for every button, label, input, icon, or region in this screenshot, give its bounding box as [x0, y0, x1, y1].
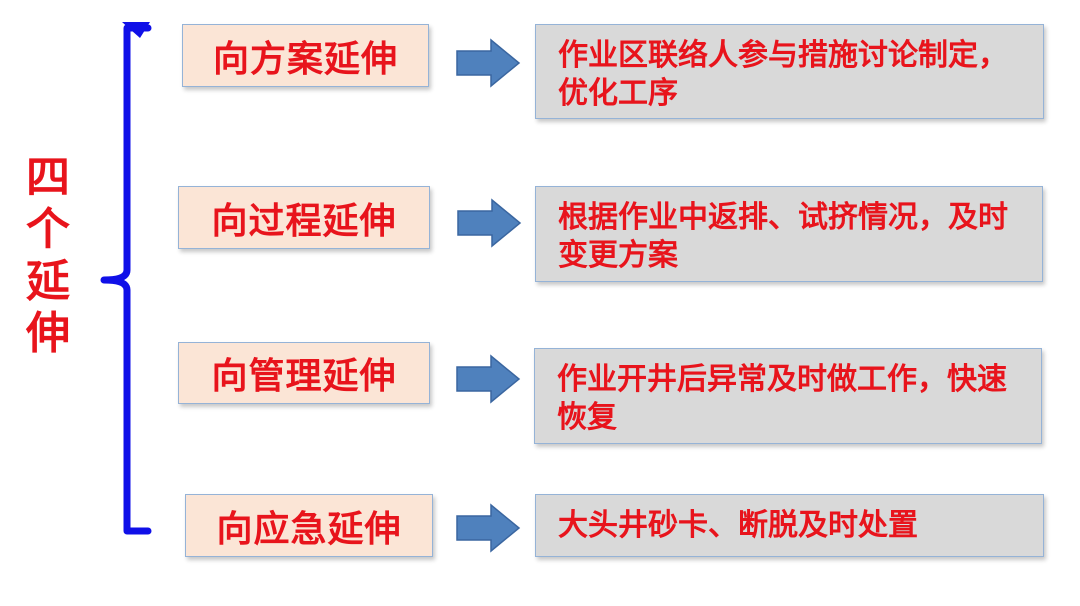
brace-connector	[100, 22, 152, 535]
extension-label-text: 向过程延伸	[211, 200, 397, 242]
extension-description-process: 根据作业中返排、试挤情况，及时变更方案	[535, 186, 1043, 282]
main-title-char: 个	[26, 204, 70, 255]
right-arrow-icon	[457, 198, 522, 248]
extension-description-management: 作业开井后异常及时做工作，快速恢复	[534, 348, 1042, 444]
extension-label-management: 向管理延伸	[178, 342, 430, 404]
right-arrow-icon	[456, 354, 521, 404]
extension-label-plan: 向方案延伸	[182, 24, 429, 87]
extension-label-text: 向方案延伸	[212, 38, 398, 80]
extension-description-text: 作业开井后异常及时做工作，快速恢复	[557, 362, 1007, 435]
extension-description-plan: 作业区联络人参与措施讨论制定，优化工序	[535, 24, 1044, 119]
extension-description-text: 根据作业中返排、试挤情况，及时变更方案	[558, 200, 1008, 273]
main-title-char: 四	[26, 152, 70, 203]
main-title-char: 延	[26, 256, 70, 307]
right-arrow-icon	[456, 503, 521, 553]
main-title-char: 伸	[26, 308, 70, 359]
extension-label-text: 向应急延伸	[216, 508, 402, 550]
extension-label-process: 向过程延伸	[178, 186, 430, 249]
extension-description-text: 大头井砂卡、断脱及时处置	[558, 507, 918, 543]
extension-label-text: 向管理延伸	[211, 356, 397, 397]
main-title: 四 个 延 伸	[20, 152, 76, 360]
extension-description-text: 作业区联络人参与措施讨论制定，优化工序	[558, 38, 1008, 111]
right-arrow-icon	[456, 38, 521, 88]
extension-description-emergency: 大头井砂卡、断脱及时处置	[535, 494, 1044, 557]
extension-label-emergency: 向应急延伸	[185, 494, 433, 557]
